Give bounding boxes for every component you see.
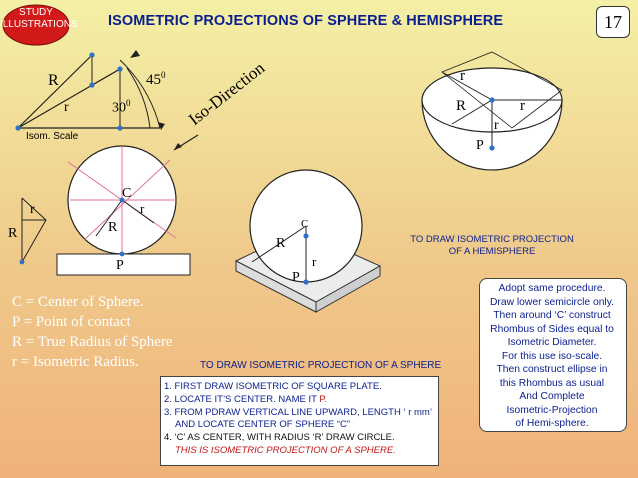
iso-sphere-P-label: P	[292, 270, 300, 285]
step-1: 1. FIRST DRAW ISOMETRIC OF SQUARE PLATE.	[164, 381, 382, 392]
study-illustrations-badge[interactable]	[2, 4, 70, 46]
step-3-continued: AND LOCATE CENTER OF SPHERE “C”	[175, 419, 351, 430]
legend-point-of-contact: P = Point of contact	[12, 314, 131, 330]
iso-sphere-r-label: r	[312, 254, 317, 269]
iso-sphere-R-label: R	[276, 236, 286, 251]
scale-label-R: R	[48, 72, 59, 89]
angle-45-label: 450	[146, 70, 166, 88]
hemisphere-P-label: P	[476, 138, 484, 153]
hemisphere-note-box	[479, 278, 627, 432]
isometric-scale-figure	[15, 50, 165, 131]
circle-P-label: P	[116, 258, 124, 273]
true-sphere-circle	[19, 145, 191, 276]
legend-isometric-radius: r = Isometric Radius.	[12, 354, 139, 370]
angle-30-label: 300	[112, 98, 131, 116]
step-result: THIS IS ISOMETRIC PROJECTION OF A SPHERE…	[175, 445, 396, 456]
hemisphere-r-top-label: r	[460, 68, 465, 84]
dimension-r-label: r	[30, 202, 35, 217]
steps-box	[160, 376, 439, 466]
isometric-sphere-figure	[234, 169, 382, 313]
circle-R-label: R	[108, 220, 118, 235]
circle-center-label: C	[122, 186, 132, 201]
step-2: 2. LOCATE IT’S CENTER. NAME IT P.	[164, 394, 328, 405]
page-title: ISOMETRIC PROJECTIONS OF SPHERE & HEMISP…	[108, 13, 504, 29]
legend-true-radius: R = True Radius of Sphere	[12, 334, 173, 350]
step-4: 4. ‘C’ AS CENTER, WITH RADIUS ‘R’ DRAW C…	[164, 432, 395, 443]
hemisphere-r-right-label: r	[520, 98, 525, 114]
iso-sphere-center-label: C	[301, 218, 309, 230]
legend-center: C = Center of Sphere.	[12, 294, 144, 310]
hemisphere-figure	[421, 51, 563, 171]
badge-label: STUDY ILLUSTRATIONS	[0, 7, 78, 30]
hemisphere-caption: TO DRAW ISOMETRIC PROJECTION OF A HEMISP…	[410, 234, 574, 257]
isometric-scale-label: Isom. Scale	[26, 131, 79, 142]
hemisphere-R-label: R	[456, 98, 467, 114]
hemisphere-note-text: Adopt same procedure. Draw lower semicir…	[490, 283, 614, 429]
circle-r-label: r	[140, 201, 145, 216]
scale-label-r: r	[64, 100, 69, 115]
hemisphere-r-center-label: r	[494, 118, 499, 133]
slide-number: 17	[596, 6, 630, 38]
dimension-R-label: R	[8, 226, 18, 241]
step-3: 3. FROM PDRAW VERTICAL LINE UPWARD, LENG…	[164, 407, 432, 418]
sphere-caption: TO DRAW ISOMETRIC PROJECTION OF A SPHERE	[200, 360, 442, 371]
